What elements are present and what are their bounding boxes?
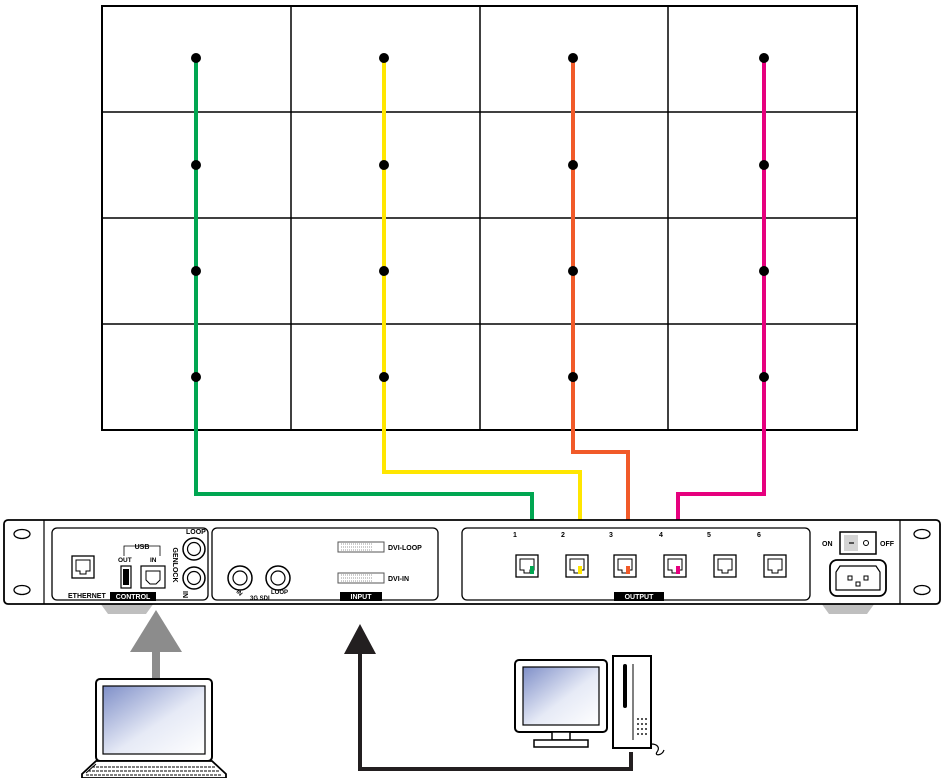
output-port-numbers: 1 2 3 4 5 6 — [513, 532, 761, 539]
output-port-number: 2 — [561, 532, 565, 539]
bnc-connector-icon — [182, 566, 206, 590]
input-arrow — [344, 624, 633, 771]
dvi-loop-label: DVI-LOOP — [388, 545, 422, 552]
genlock-loop-label: LOOP — [186, 529, 206, 536]
laptop-icon — [81, 678, 227, 778]
ethernet-port[interactable] — [71, 555, 95, 579]
rj45-port-icon — [713, 554, 737, 578]
rj45-port-icon — [515, 554, 539, 578]
dvi-in-label: DVI-IN — [388, 576, 409, 583]
output-port-number: 1 — [513, 532, 517, 539]
rack-feet — [100, 603, 875, 614]
genlock-in-connector[interactable] — [182, 566, 206, 590]
cable-output-3 — [571, 58, 630, 568]
output-port-6[interactable] — [763, 554, 787, 578]
genlock-in-label: IN — [181, 591, 188, 598]
sdi-loop-label: LOOP — [271, 590, 288, 596]
output-port-number: 3 — [609, 532, 613, 539]
rj45-port-icon — [663, 554, 687, 578]
output-port-number: 4 — [659, 532, 663, 539]
bnc-connector-icon — [265, 565, 291, 591]
bnc-connector-icon — [182, 537, 206, 561]
power-socket-icon — [829, 559, 887, 597]
genlock-loop-connector[interactable] — [182, 537, 206, 561]
sdi-in-label: IN — [235, 589, 243, 597]
output-port-5[interactable] — [713, 554, 737, 578]
power-socket[interactable] — [829, 559, 887, 597]
rack-ear-hole — [13, 528, 31, 540]
rack-ear-hole — [913, 584, 931, 596]
video-wall — [101, 5, 858, 431]
usb-out-label: OUT — [118, 557, 132, 564]
input-section — [211, 527, 439, 601]
rj45-port-icon — [71, 555, 95, 579]
output-label: OUTPUT — [625, 594, 655, 601]
power-on-label: ON — [822, 541, 833, 548]
dvi-in-port[interactable] — [337, 572, 385, 584]
desktop-computer-icon — [514, 655, 665, 756]
sdi-loop-connector[interactable] — [265, 565, 291, 591]
bnc-connector-icon — [227, 565, 253, 591]
power-off-label: OFF — [880, 541, 895, 548]
rack-ear-hole — [913, 528, 931, 540]
output-cable-plugs — [530, 566, 680, 574]
output-port-number: 6 — [757, 532, 761, 539]
power-switch[interactable] — [839, 531, 877, 555]
rj45-port-icon — [565, 554, 589, 578]
usb-label: USB — [135, 544, 150, 551]
output-port-3[interactable] — [613, 554, 637, 578]
output-port-number: 5 — [707, 532, 711, 539]
input-label: INPUT — [351, 594, 373, 601]
panel-connectors — [191, 53, 769, 382]
usb-out-port[interactable] — [120, 565, 132, 589]
output-port-4[interactable] — [663, 554, 687, 578]
controller-chassis — [3, 519, 941, 605]
dvi-loop-port[interactable] — [337, 541, 385, 553]
control-label: CONTROL — [116, 594, 151, 601]
ethernet-label: ETHERNET — [68, 593, 106, 600]
sdi-in-connector[interactable] — [227, 565, 253, 591]
usb-in-port[interactable] — [140, 565, 166, 589]
output-port-2[interactable] — [565, 554, 589, 578]
usb-port-icon — [140, 565, 166, 589]
sdi-label: 3G SDI — [250, 596, 270, 602]
usb-in-label: IN — [150, 557, 157, 564]
rj45-port-icon — [763, 554, 787, 578]
genlock-label: GENLOCK — [171, 548, 178, 583]
output-port-1[interactable] — [515, 554, 539, 578]
rack-ear-hole — [13, 584, 31, 596]
rj45-port-icon — [613, 554, 637, 578]
